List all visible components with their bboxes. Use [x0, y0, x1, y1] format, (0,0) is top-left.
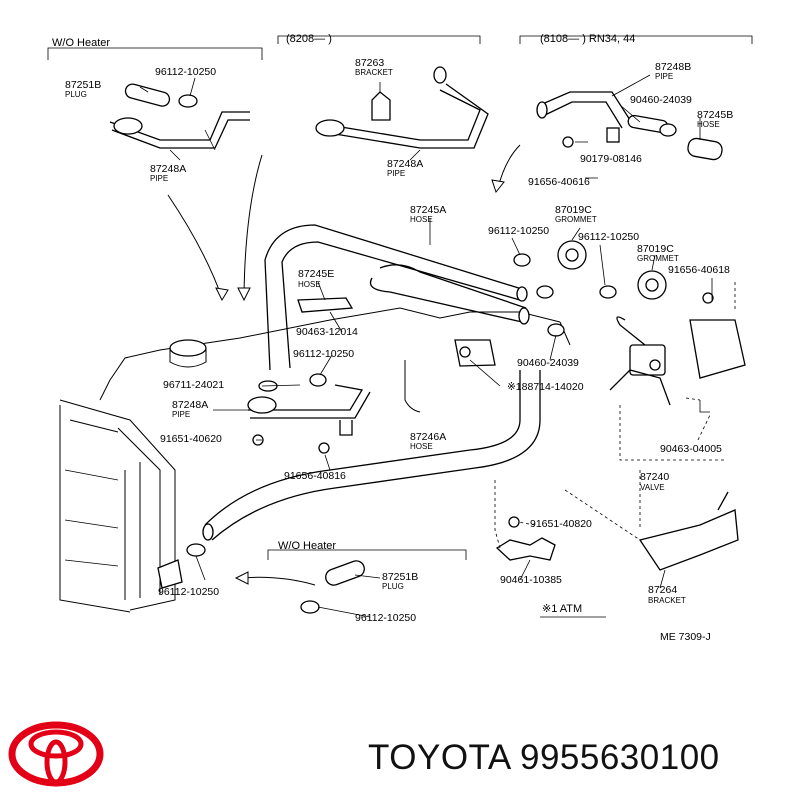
hose-87245E	[369, 264, 530, 325]
range-8108-label: (8108— ) RN34, 44	[540, 33, 635, 45]
label-96112-10250-e: 96112-10250	[158, 586, 219, 598]
label-87251B-bottom: 87251B	[382, 571, 418, 583]
engine-body-outline	[59, 307, 571, 613]
label-87264: 87264	[648, 584, 677, 596]
label-87248B: 87248B	[655, 61, 691, 73]
hose-87246A	[202, 370, 541, 541]
label-96112-10250-b: 96112-10250	[488, 225, 549, 237]
fitting-188714-14020	[454, 339, 496, 367]
label-pipe-bottom: PIPE	[172, 410, 190, 419]
label-90460-24039-top: 90460-24039	[630, 94, 692, 106]
brand-part-number: 9955630100	[519, 738, 720, 777]
label-87245B: 87245B	[697, 109, 733, 121]
pipe-87248A-top-mid	[315, 66, 489, 149]
label-pipe-87248B: PIPE	[655, 72, 673, 81]
pipe-87248A-bottom	[247, 384, 371, 436]
bracket-90461-10385	[495, 537, 556, 561]
brand-name: TOYOTA	[368, 738, 510, 777]
hose-87245A	[264, 224, 528, 371]
pipe-87248B	[536, 91, 723, 161]
label-188714-14020: ※188714-14020	[507, 381, 584, 393]
label-87245E: 87245E	[298, 268, 334, 280]
label-hose-87246A: HOSE	[410, 442, 433, 451]
section-brackets	[47, 35, 753, 560]
label-hose-87245B: HOSE	[697, 120, 720, 129]
diagram-code: ME 7309-J	[660, 631, 711, 643]
label-87248A-mid: 87248A	[387, 158, 423, 170]
plug-87251B-bottom	[325, 560, 365, 586]
label-hose-87245E: HOSE	[298, 280, 321, 289]
label-91651-40620: 91651-40620	[160, 433, 222, 445]
label-91656-40616: 91656-40616	[528, 176, 590, 188]
pipe-87248A-top-left	[109, 83, 250, 151]
valve-87240	[609, 316, 746, 413]
label-96112-10250-f: 96112-10250	[355, 612, 416, 624]
label-plug-bottom: PLUG	[382, 582, 404, 591]
label-96112-10250-c: 96112-10250	[578, 231, 639, 243]
label-87248A-top: 87248A	[150, 163, 186, 175]
label-valve-87240: VALVE	[640, 483, 665, 492]
label-87263: 87263	[355, 57, 384, 69]
label-96112-10250-d: 96112-10250	[293, 348, 354, 360]
label-90463-12014: 90463-12014	[296, 326, 358, 338]
label-plug-top: PLUG	[65, 90, 87, 99]
wo-heater-bottom-label: W/O Heater	[278, 540, 336, 552]
bracket-87264	[638, 491, 739, 571]
label-91651-40820: 91651-40820	[530, 518, 592, 530]
hose-clamps	[178, 94, 677, 614]
label-87240: 87240	[640, 471, 669, 483]
label-90463-04005: 90463-04005	[660, 443, 722, 455]
label-91656-40816: 91656-40816	[284, 470, 346, 482]
label-grommet-a: GROMMET	[555, 215, 597, 224]
flow-arrows	[167, 144, 521, 586]
label-87248A-bottom: 87248A	[172, 399, 208, 411]
label-pipe-top: PIPE	[150, 174, 168, 183]
label-bracket-87263: BRACKET	[355, 68, 393, 77]
toyota-logo	[8, 721, 104, 787]
leader-lines	[139, 74, 736, 618]
label-90461-10385: 90461-10385	[500, 574, 562, 586]
label-87019C-a: 87019C	[555, 204, 592, 216]
label-hose-87245A: HOSE	[410, 215, 433, 224]
radiator-outlet	[157, 559, 183, 589]
label-87251B-top: 87251B	[65, 79, 101, 91]
label-pipe-mid: PIPE	[387, 169, 405, 178]
label-grommet-b: GROMMET	[637, 254, 679, 263]
brand-caption: TOYOTA 9955630100	[368, 738, 720, 778]
label-bracket-87264: BRACKET	[648, 596, 686, 605]
footnote-1atm: ※1 ATM	[542, 603, 582, 615]
part-labels: 87251B PLUG 96112-10250 87248A PIPE 8726…	[65, 57, 733, 643]
label-87245A: 87245A	[410, 204, 446, 216]
label-87019C-b: 87019C	[637, 243, 674, 255]
label-87246A: 87246A	[410, 431, 446, 443]
label-96711-24021: 96711-24021	[163, 379, 224, 391]
wo-heater-top-label: W/O Heater	[52, 37, 110, 49]
grommets-87019C	[557, 240, 667, 300]
label-96112-10250-a: 96112-10250	[155, 66, 216, 78]
label-90460-24039-mid: 90460-24039	[517, 357, 579, 369]
label-90179-08146: 90179-08146	[580, 153, 642, 165]
bracket-90463-12014	[297, 297, 354, 313]
label-91656-40618: 91656-40618	[668, 264, 730, 276]
range-8208-label: (8208— )	[286, 33, 332, 45]
